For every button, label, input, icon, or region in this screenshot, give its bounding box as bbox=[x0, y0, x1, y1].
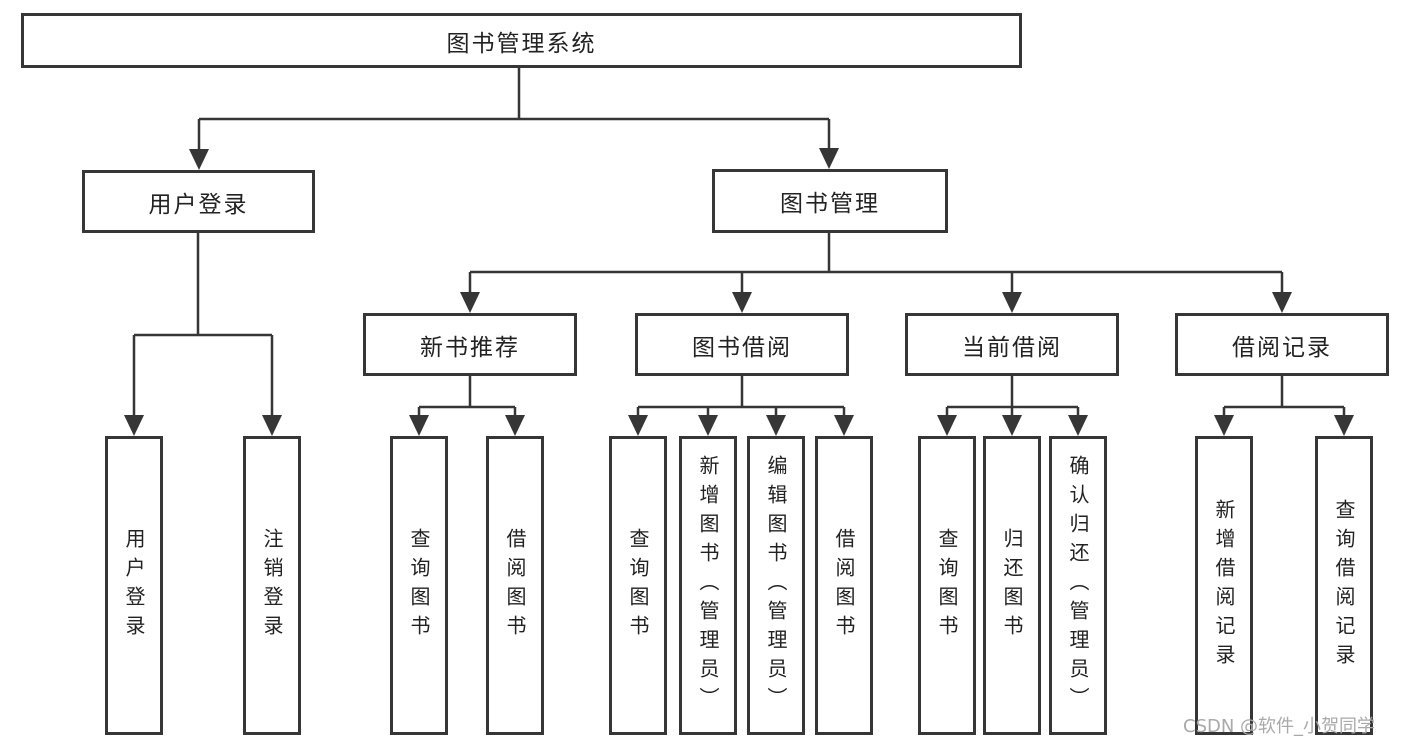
node-new-book-recommend: 新书推荐 bbox=[363, 313, 577, 376]
node-user-login: 用户登录 bbox=[82, 170, 315, 233]
leaf-confirm-return-admin: 确认归还（管理员） bbox=[1049, 436, 1107, 735]
leaf-recommend-borrow-books: 借阅图书 bbox=[486, 436, 544, 735]
node-current-borrow: 当前借阅 bbox=[905, 313, 1119, 376]
arrowheads bbox=[124, 148, 1354, 436]
node-book-management: 图书管理 bbox=[712, 169, 948, 233]
leaf-logout: 注销登录 bbox=[243, 436, 301, 735]
leaf-borrow-query-books: 查询图书 bbox=[609, 436, 667, 735]
leaf-return-books: 归还图书 bbox=[983, 436, 1041, 735]
leaf-borrow-books: 借阅图书 bbox=[815, 436, 873, 735]
leaf-current-query-books: 查询图书 bbox=[918, 436, 976, 735]
leaf-query-borrow-record: 查询借阅记录 bbox=[1315, 436, 1373, 735]
node-borrow-record: 借阅记录 bbox=[1175, 313, 1389, 376]
node-book-borrow: 图书借阅 bbox=[635, 313, 849, 376]
leaf-add-borrow-record: 新增借阅记录 bbox=[1195, 436, 1253, 735]
csdn-watermark: CSDN @软件_小贺同学 bbox=[1183, 716, 1376, 737]
leaf-edit-books-admin: 编辑图书（管理员） bbox=[747, 436, 805, 735]
node-root-system: 图书管理系统 bbox=[21, 13, 1022, 68]
leaf-recommend-query-books: 查询图书 bbox=[390, 436, 448, 735]
leaf-add-books-admin: 新增图书（管理员） bbox=[679, 436, 737, 735]
leaf-user-login: 用户登录 bbox=[105, 436, 163, 735]
